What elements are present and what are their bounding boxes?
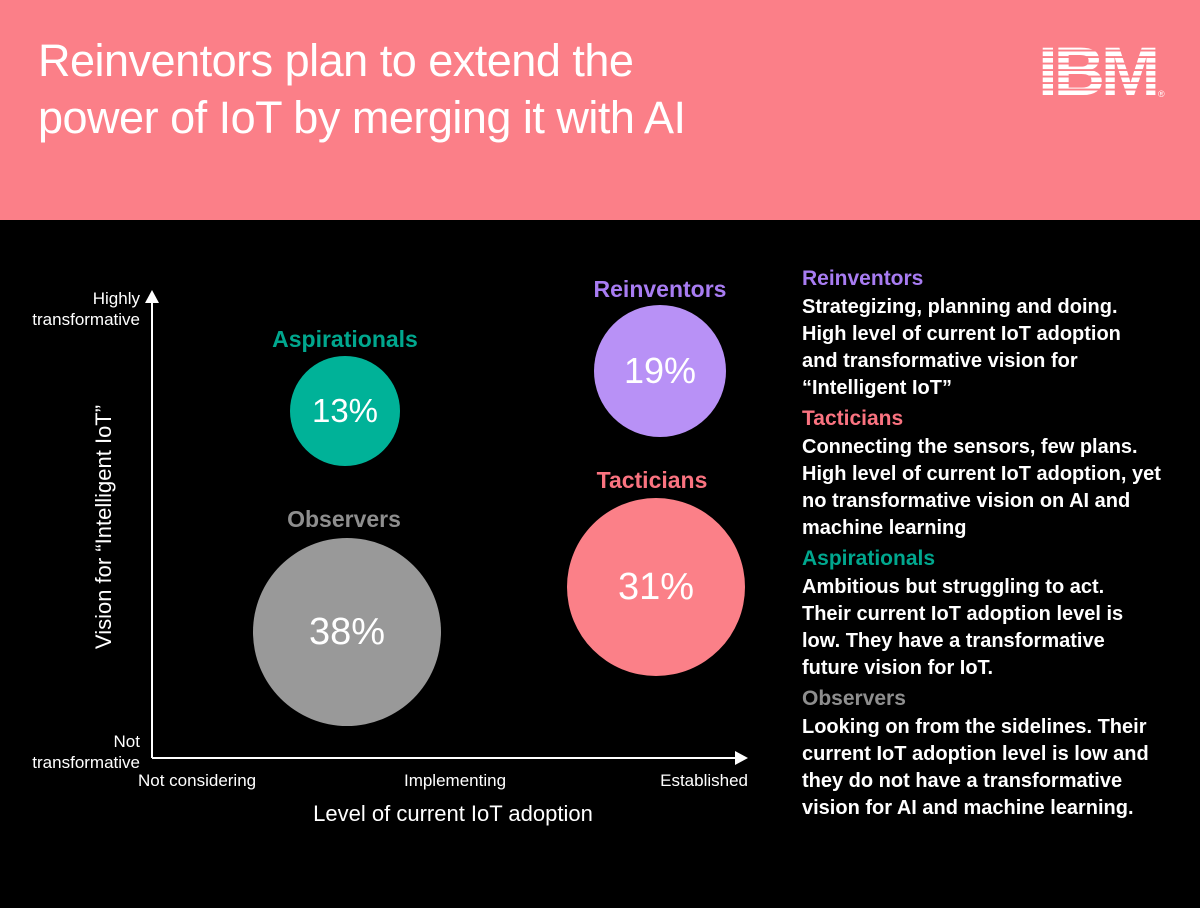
bubble-label-observers: Observers: [287, 506, 401, 532]
bubble-observers: 38%: [253, 538, 441, 726]
legend-heading-tacticians: Tacticians: [802, 407, 904, 430]
page-title: Reinventors plan to extend the power of …: [38, 32, 686, 146]
bubble-tacticians: 31%: [567, 498, 745, 676]
legend-text-line: they do not have a transformative: [802, 770, 1123, 792]
legend-text-line: current IoT adoption level is low and: [802, 743, 1149, 765]
y-axis-max-label: Highly transformative: [32, 289, 140, 329]
page-title-line-2: power of IoT by merging it with AI: [38, 92, 686, 143]
y-axis-line: [151, 302, 153, 758]
legend-text-line: High level of current IoT adoption, yet: [802, 463, 1161, 485]
ibm-logo-icon: IBM ®: [1038, 33, 1165, 110]
bubble-label-aspirationals: Aspirationals: [272, 326, 418, 352]
bubble-value-observers: 38%: [308, 610, 386, 653]
x-tick-implementing: Implementing: [403, 771, 507, 790]
legend-text-line: Connecting the sensors, few plans.: [802, 436, 1138, 458]
legend-text-line: no transformative vision on AI and: [802, 490, 1131, 512]
x-axis-line: [152, 757, 736, 759]
legend-text-line: High level of current IoT adoption: [802, 323, 1121, 345]
bubble-reinventors: 19%: [594, 305, 726, 437]
legend-text-line: Their current IoT adoption level is: [802, 603, 1124, 625]
legend-section-tacticians: Tacticians Connecting the sensors, few p…: [802, 406, 1184, 542]
bubble-value-tacticians: 31%: [617, 565, 695, 608]
legend-text-line: and transformative vision for: [802, 350, 1078, 372]
legend-section-observers: Observers Looking on from the sidelines.…: [802, 686, 1184, 822]
legend-text-line: Strategizing, planning and doing.: [802, 296, 1118, 318]
legend-text-line: low. They have a transformative: [802, 630, 1105, 652]
x-tick-established: Established: [660, 771, 748, 790]
legend-text-line: “Intelligent IoT”: [802, 377, 952, 399]
legend-text-line: Ambitious but struggling to act.: [802, 576, 1105, 598]
legend-section-reinventors: Reinventors Strategizing, planning and d…: [802, 266, 1184, 402]
y-axis-title: Vision for “Intelligent IoT”: [91, 404, 116, 650]
bubble-label-tacticians: Tacticians: [596, 467, 708, 493]
bubble-aspirationals: 13%: [290, 356, 400, 466]
registered-trademark-icon: ®: [1158, 89, 1165, 99]
legend-text-line: vision for AI and machine learning.: [802, 797, 1134, 819]
page-title-line-1: Reinventors plan to extend the: [38, 35, 634, 86]
y-axis-arrow-icon: [145, 290, 159, 303]
legend-text-line: Looking on from the sidelines. Their: [802, 716, 1147, 738]
x-axis-title: Level of current IoT adoption: [313, 801, 593, 826]
ibm-logo: IBM ®: [1038, 33, 1168, 110]
bubble-value-aspirationals: 13%: [311, 392, 379, 429]
legend-text-line: machine learning: [802, 517, 967, 539]
x-tick-not-considering: Not considering: [138, 771, 257, 790]
legend-heading-aspirationals: Aspirationals: [802, 547, 936, 570]
legend-panel: Reinventors Strategizing, planning and d…: [802, 266, 1184, 826]
header-banner: Reinventors plan to extend the power of …: [0, 0, 1200, 220]
x-axis-arrow-icon: [735, 751, 748, 765]
y-axis-min-label: Not transformative: [32, 732, 140, 772]
bubble-value-reinventors: 19%: [623, 350, 697, 391]
bubble-label-reinventors: Reinventors: [593, 276, 727, 302]
ibm-logo-text: IBM: [1038, 45, 1156, 99]
legend-section-aspirationals: Aspirationals Ambitious but struggling t…: [802, 546, 1184, 682]
legend-text-line: future vision for IoT.: [802, 657, 994, 679]
legend-heading-reinventors: Reinventors: [802, 267, 924, 290]
legend-heading-observers: Observers: [802, 687, 906, 710]
